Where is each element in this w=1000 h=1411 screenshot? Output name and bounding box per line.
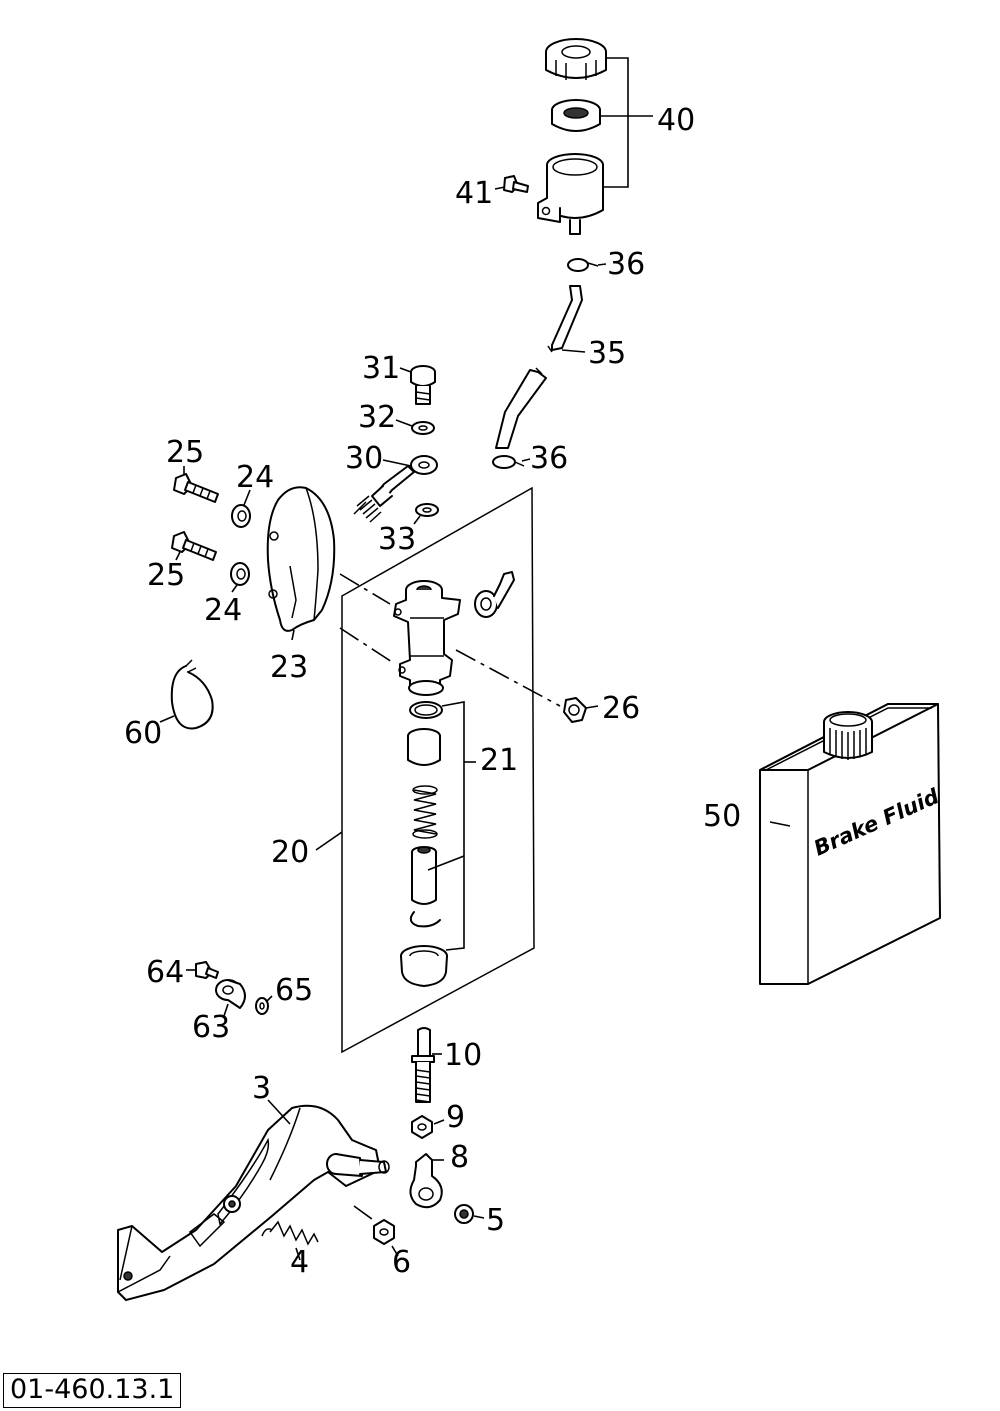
can-cap [823, 711, 873, 760]
hose-clip [170, 659, 214, 730]
callout-24-upper: 24 [236, 460, 274, 495]
callout-60: 60 [124, 716, 162, 751]
hose-clamp-upper [567, 258, 599, 272]
hose-elbow-fitting [474, 571, 515, 618]
banjo-fitting [353, 455, 438, 523]
piston [411, 846, 437, 905]
master-cylinder-guard [266, 486, 336, 632]
callout-40: 40 [657, 103, 695, 138]
rubber-grommet-upper [231, 504, 251, 528]
callout-25-lower: 25 [147, 558, 185, 593]
rubber-cap [563, 697, 587, 723]
callout-31: 31 [362, 351, 400, 386]
callout-4: 4 [290, 1245, 309, 1280]
guide-bushing [407, 728, 441, 766]
reservoir-screw [503, 175, 529, 193]
callout-35: 35 [588, 336, 626, 371]
screw-64 [195, 961, 219, 979]
hex-nut-6 [373, 1219, 395, 1245]
mounting-bolt-upper [173, 473, 219, 503]
callout-33: 33 [378, 522, 416, 557]
callout-36-lower: 36 [530, 441, 568, 476]
o-ring [409, 701, 443, 719]
sealing-washer-lower [415, 503, 439, 517]
callout-65: 65 [275, 973, 313, 1008]
callout-63: 63 [192, 1010, 230, 1045]
circlip [409, 911, 441, 928]
pedal-return-spring [261, 1220, 319, 1246]
master-cylinder-assembly-frame [341, 486, 535, 1054]
callout-50: 50 [703, 799, 741, 834]
callout-23: 23 [270, 650, 308, 685]
callout-21: 21 [480, 743, 518, 778]
callout-20: 20 [271, 835, 309, 870]
callout-26: 26 [602, 691, 640, 726]
callout-25-upper: 25 [166, 435, 204, 470]
callout-36-upper: 36 [607, 247, 645, 282]
callout-41: 41 [455, 176, 493, 211]
callout-8: 8 [450, 1140, 469, 1175]
brake-fluid-can: Brake Fluid [759, 703, 943, 985]
callout-24-lower: 24 [204, 593, 242, 628]
rubber-grommet-lower [230, 562, 250, 586]
sealing-washer-upper [411, 421, 435, 435]
lock-nut [411, 1115, 433, 1139]
brake-pedal [117, 1104, 381, 1301]
callout-10: 10 [444, 1038, 482, 1073]
master-cylinder-body [393, 580, 461, 696]
return-spring [412, 785, 438, 839]
reservoir-diaphragm [551, 99, 601, 132]
banjo-bolt [410, 365, 436, 405]
brake-hose [495, 285, 583, 449]
callout-30: 30 [345, 441, 383, 476]
hose-clamp-lower [492, 455, 525, 469]
spacer-63 [215, 979, 246, 1009]
pedal-pivot-bolt [326, 1153, 390, 1177]
callout-64: 64 [146, 955, 184, 990]
callout-9: 9 [446, 1100, 465, 1135]
clevis-fork [409, 1153, 443, 1209]
dust-boot [400, 945, 448, 987]
washer-65 [255, 997, 269, 1015]
callout-32: 32 [358, 400, 396, 435]
callout-6: 6 [392, 1245, 411, 1280]
callout-5: 5 [486, 1203, 505, 1238]
diagram-reference-number: 01-460.13.1 [3, 1373, 182, 1408]
reservoir-cap [545, 38, 607, 80]
pedal-nut [454, 1204, 474, 1224]
callout-3: 3 [252, 1071, 271, 1106]
mounting-bolt-lower [171, 531, 217, 561]
push-rod [411, 1027, 435, 1103]
brake-fluid-reservoir [537, 153, 604, 235]
